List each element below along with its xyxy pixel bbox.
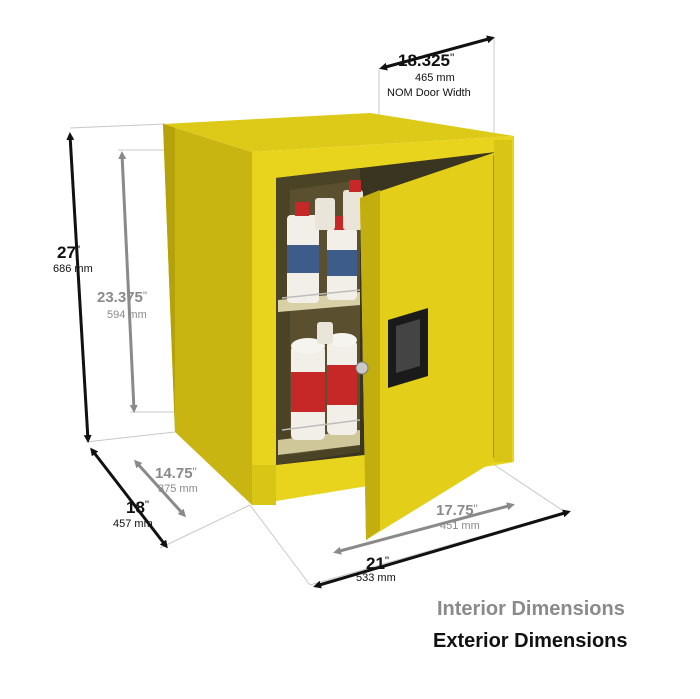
ext-height-label: 27" [57, 243, 81, 262]
aerosol-cans-bottom [291, 322, 357, 440]
int-height-arrow [118, 151, 138, 413]
int-width-label: 17.75" [436, 502, 478, 519]
int-depth-label: 14.75" [155, 465, 197, 482]
int-depth-arrow [133, 459, 187, 518]
cabinet-top [163, 113, 514, 152]
ext-width-metric: 533 mm [356, 572, 396, 584]
cabinet-side-panel [163, 124, 252, 505]
ext-height-arrow [66, 132, 92, 443]
int-width-metric: 451 mm [440, 520, 480, 532]
door-width-label: 18.325" [398, 51, 455, 70]
aerosol-cans-top [287, 180, 363, 303]
ext-depth-metric: 457 mm [113, 518, 153, 530]
ext-depth-arrow [90, 447, 168, 549]
bottom-shelf [278, 430, 360, 455]
int-height-label: 23.375" [97, 289, 148, 306]
cabinet-base [252, 465, 276, 505]
ext-height-metric: 686 mm [53, 263, 93, 275]
door-width-arrow [379, 35, 495, 71]
int-height-metric: 594 mm [107, 309, 147, 321]
door-width-note: NOM Door Width [387, 87, 471, 99]
ext-width-label: 21" [366, 554, 390, 573]
door-handle [355, 308, 428, 388]
int-depth-metric: 375 mm [158, 483, 198, 495]
legend-exterior: Exterior Dimensions [433, 630, 628, 652]
door-width-metric: 465 mm [415, 72, 455, 84]
legend-interior: Interior Dimensions [437, 598, 625, 620]
int-width-arrow [333, 502, 515, 555]
ext-depth-label: 18" [126, 498, 150, 517]
